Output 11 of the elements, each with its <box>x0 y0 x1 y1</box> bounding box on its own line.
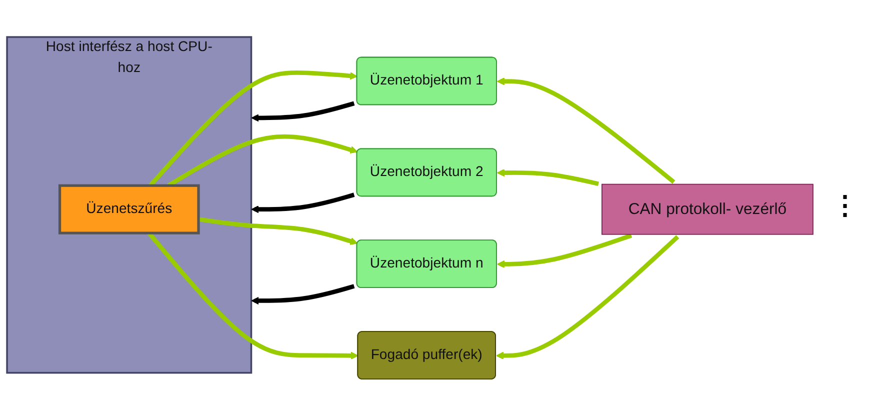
arrow <box>496 234 680 359</box>
arrow <box>251 100 355 122</box>
arrow <box>251 192 355 213</box>
arrow <box>251 284 355 304</box>
arrow <box>198 216 358 244</box>
ellipsis-label: ⋮ <box>832 190 858 221</box>
arrow <box>496 77 676 184</box>
arrow <box>496 232 632 268</box>
arrow <box>496 168 600 186</box>
node-box: CAN protokoll- vezérlő <box>602 183 814 234</box>
node-box: Üzenetszűrés <box>58 184 200 234</box>
